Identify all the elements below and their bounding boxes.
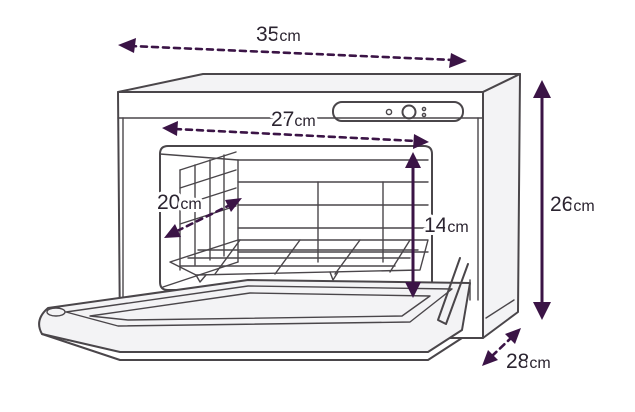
width-dimension-arrow [118, 38, 467, 68]
dimension-labels: 35cm 26cm 28cm 27cm 14cm 20cm [154, 20, 598, 376]
inner-depth-label: 20cm [157, 191, 202, 214]
open-door [38, 257, 471, 361]
dial-knob-icon [401, 104, 417, 120]
cabinet-body [117, 73, 521, 339]
indicator-light-icon [385, 108, 393, 116]
inner-width-dimension-arrow [162, 121, 429, 149]
dimension-arrows [118, 38, 551, 366]
width-label: 35cm [256, 23, 301, 46]
indicator-light-icon [421, 106, 427, 112]
inner-height-label: 14cm [424, 214, 469, 237]
control-panel [332, 101, 464, 122]
inner-height-dimension-arrow [405, 152, 421, 298]
depth-label: 28cm [506, 350, 551, 373]
depth-dimension-arrow [482, 328, 521, 366]
height-dimension-arrow [533, 80, 551, 320]
indicator-light-icon [421, 112, 427, 118]
inner-width-label: 27cm [271, 108, 316, 131]
height-label: 26cm [550, 193, 595, 216]
wire-rack [169, 151, 429, 283]
inner-depth-dimension-arrow [164, 198, 242, 238]
